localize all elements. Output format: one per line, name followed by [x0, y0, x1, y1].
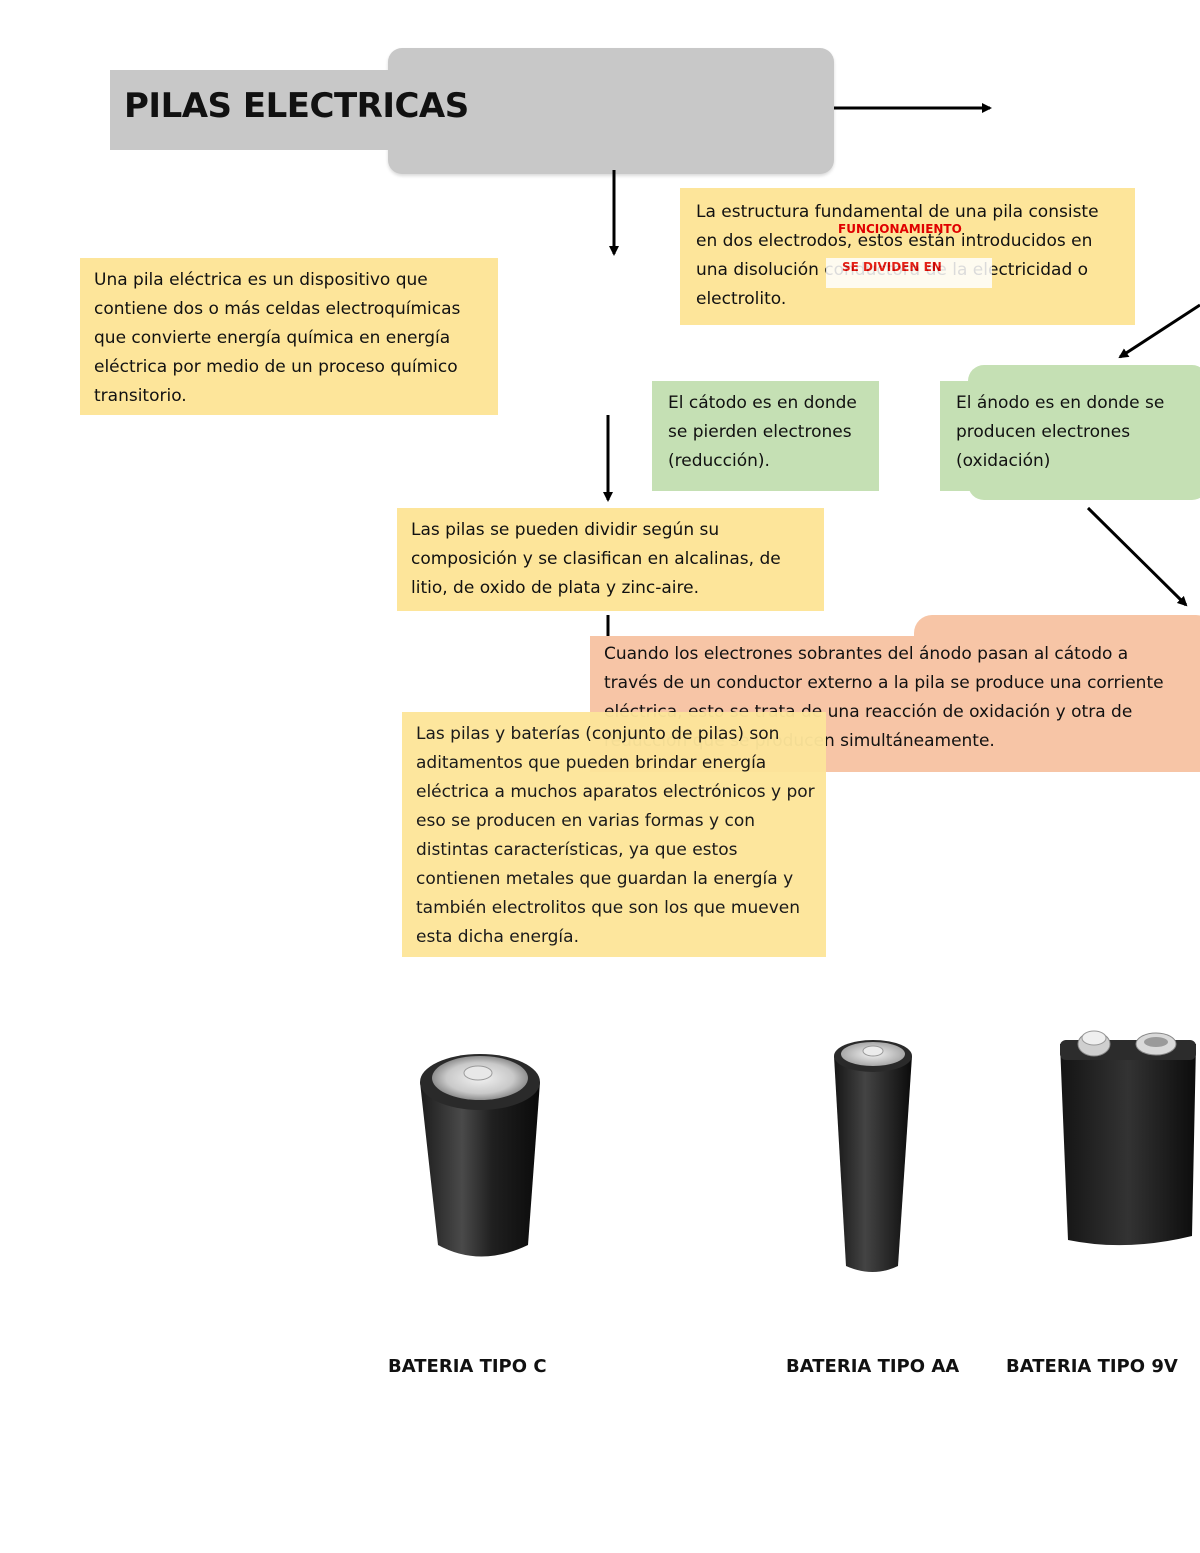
estructura-text: La estructura fundamental de una pila co… [696, 202, 1099, 309]
battery-9v-image [1060, 1030, 1196, 1246]
estructura-box: La estructura fundamental de una pila co… [680, 188, 1135, 325]
se-dividen-en-label: SE DIVIDEN EN [826, 258, 992, 288]
funcionamiento-label: FUNCIONAMIENTO [838, 222, 962, 236]
baterias-text: Las pilas y baterías (conjunto de pilas)… [416, 724, 815, 947]
page-title: PILAS ELECTRICAS [124, 86, 469, 126]
battery-aa-image [834, 1040, 912, 1272]
title-banner [110, 70, 610, 150]
catodo-box: El cátodo es en donde se pierden electro… [652, 381, 879, 491]
caption-tipo-c: BATERIA TIPO C [388, 1356, 547, 1377]
battery-c-image [420, 1054, 540, 1257]
definicion-box: Una pila eléctrica es un dispositivo que… [80, 258, 498, 415]
definicion-text: Una pila eléctrica es un dispositivo que… [94, 270, 461, 406]
anodo-text: El ánodo es en donde se producen electro… [956, 393, 1165, 471]
clasificacion-text: Las pilas se pueden dividir según su com… [411, 520, 781, 598]
arrow-to-anodo [1118, 303, 1200, 359]
catodo-text: El cátodo es en donde se pierden electro… [668, 393, 857, 471]
caption-tipo-aa: BATERIA TIPO AA [786, 1356, 960, 1377]
clasificacion-box: Las pilas se pueden dividir según su com… [397, 508, 824, 611]
anodo-box: El ánodo es en donde se producen electro… [940, 381, 1200, 491]
caption-tipo-9v: BATERIA TIPO 9V [1006, 1356, 1178, 1377]
baterias-box: Las pilas y baterías (conjunto de pilas)… [402, 712, 826, 957]
arrow-anodo-to-corriente [1086, 506, 1188, 607]
